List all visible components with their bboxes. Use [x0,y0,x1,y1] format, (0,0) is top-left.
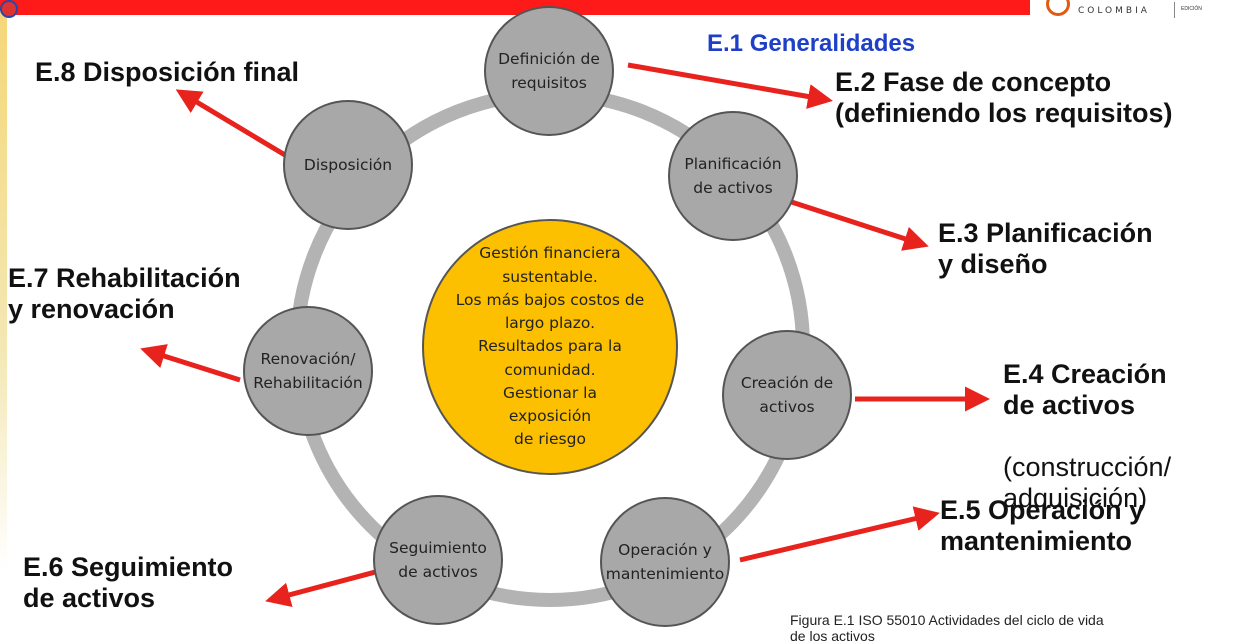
label-e5: E.5 Operación y mantenimiento [940,495,1145,557]
label-e4-normal: (construcción/ adquisición) [1003,452,1172,514]
arrow-e5 [739,506,940,563]
label-e6: E.6 Seguimiento de activos [23,552,234,614]
corner-seal-icon [0,0,18,18]
node-renovacion-rehabilitacion: Renovación/ Rehabilitación [243,306,373,436]
node-definicion-requisitos: Definición de requisitos [484,6,614,136]
arrow-e8 [175,89,292,161]
label-e3: E.3 Planificación y diseño [938,218,1153,280]
label-e4-bold: E.4 Creación de activos [1003,359,1167,421]
top-red-bar [0,0,1030,15]
logo-edition: EDICIÓN [1181,6,1202,12]
arrow-e3 [769,192,929,251]
center-circle: Gestión financiera sustentable. Los más … [422,219,678,475]
arrow-e2 [627,62,833,109]
logo-text: COLOMBIA [1078,6,1150,16]
node-planificacion-activos: Planificación de activos [668,111,798,241]
figure-caption-text: Figura E.1 ISO 55010 Actividades del cic… [790,612,1104,644]
left-accent-strip [0,10,7,570]
label-e4: E.4 Creación de activos (construcción/ a… [1003,328,1171,514]
label-e8: E.8 Disposición final [35,57,300,87]
label-e2: E.2 Fase de concepto (definiendo los req… [835,67,1173,129]
logo-arc-icon [1046,0,1070,16]
logo-divider [1174,2,1175,18]
label-e7: E.7 Rehabilitación y renovación [8,263,241,325]
figure-caption: Figura E.1 ISO 55010 Actividades del cic… [790,612,1104,644]
node-operacion-mantenimiento: Operación y mantenimiento [600,497,730,627]
node-disposicion: Disposición [283,100,413,230]
node-seguimiento-activos: Seguimiento de activos [373,495,503,625]
node-creacion-activos: Creación de activos [722,330,852,460]
section-title: E.1 Generalidades [707,30,916,57]
brand-logo: COLOMBIA EDICIÓN [1046,0,1242,22]
arrow-e7 [140,344,241,383]
arrow-e6 [265,567,384,607]
